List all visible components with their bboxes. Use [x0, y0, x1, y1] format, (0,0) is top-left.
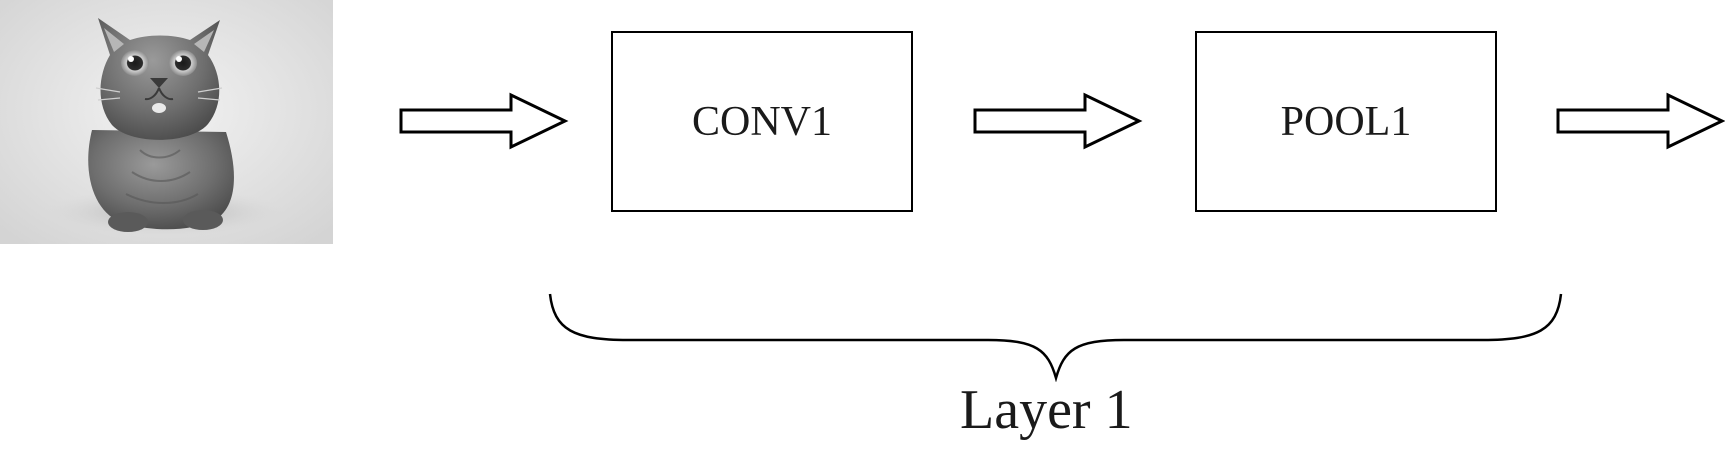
- pool1-label: POOL1: [1280, 98, 1412, 145]
- right-arrow-icon: [1556, 92, 1725, 150]
- right-arrow-icon: [399, 92, 569, 150]
- pool1-block: POOL1: [1195, 31, 1497, 212]
- curly-brace-icon: [548, 293, 1563, 382]
- conv1-label: CONV1: [691, 98, 832, 145]
- right-arrow-icon: [973, 92, 1143, 150]
- conv1-block: CONV1: [611, 31, 913, 212]
- cat-photo-icon: [0, 0, 333, 244]
- layer-label: Layer 1: [960, 379, 1133, 441]
